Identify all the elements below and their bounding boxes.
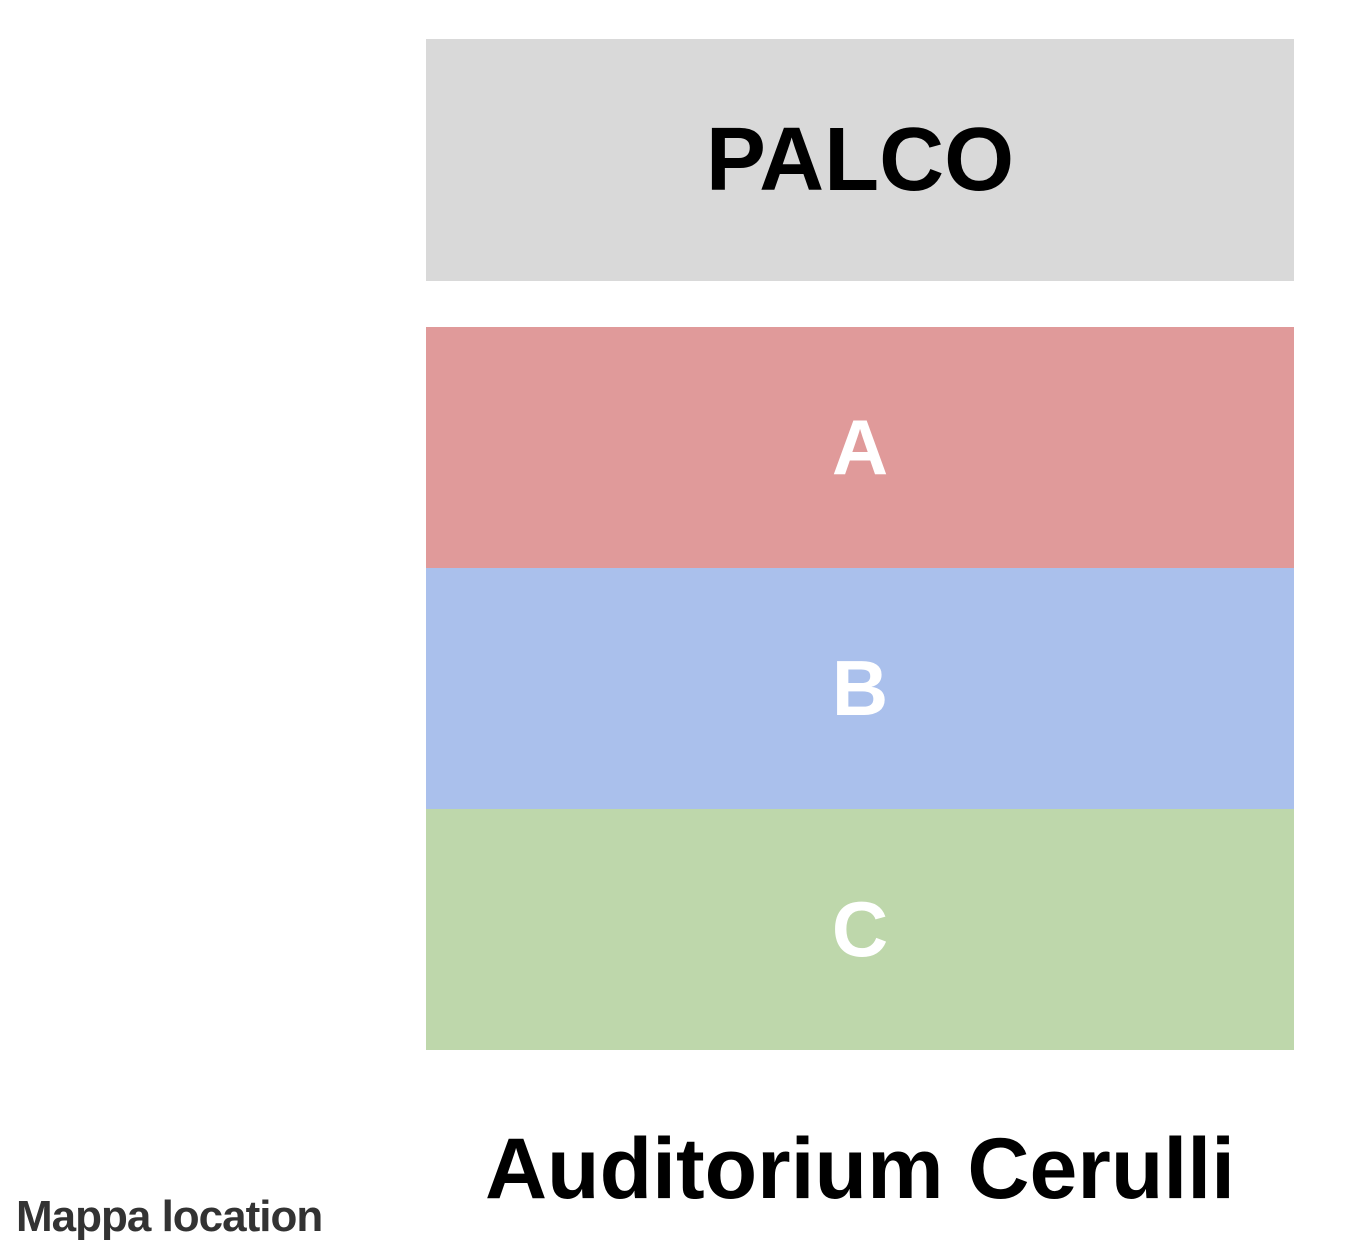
section-label: A bbox=[831, 403, 889, 491]
caption: Mappa location bbox=[16, 1192, 323, 1241]
stage-label: PALCO bbox=[705, 109, 1015, 210]
section-b[interactable]: B bbox=[426, 568, 1294, 809]
section-a[interactable]: A bbox=[426, 327, 1294, 568]
stage-area: PALCO bbox=[426, 39, 1294, 281]
section-c[interactable]: C bbox=[426, 809, 1294, 1050]
section-label: C bbox=[831, 885, 889, 973]
section-label: B bbox=[831, 644, 889, 732]
venue-name: Auditorium Cerulli bbox=[484, 1121, 1236, 1217]
